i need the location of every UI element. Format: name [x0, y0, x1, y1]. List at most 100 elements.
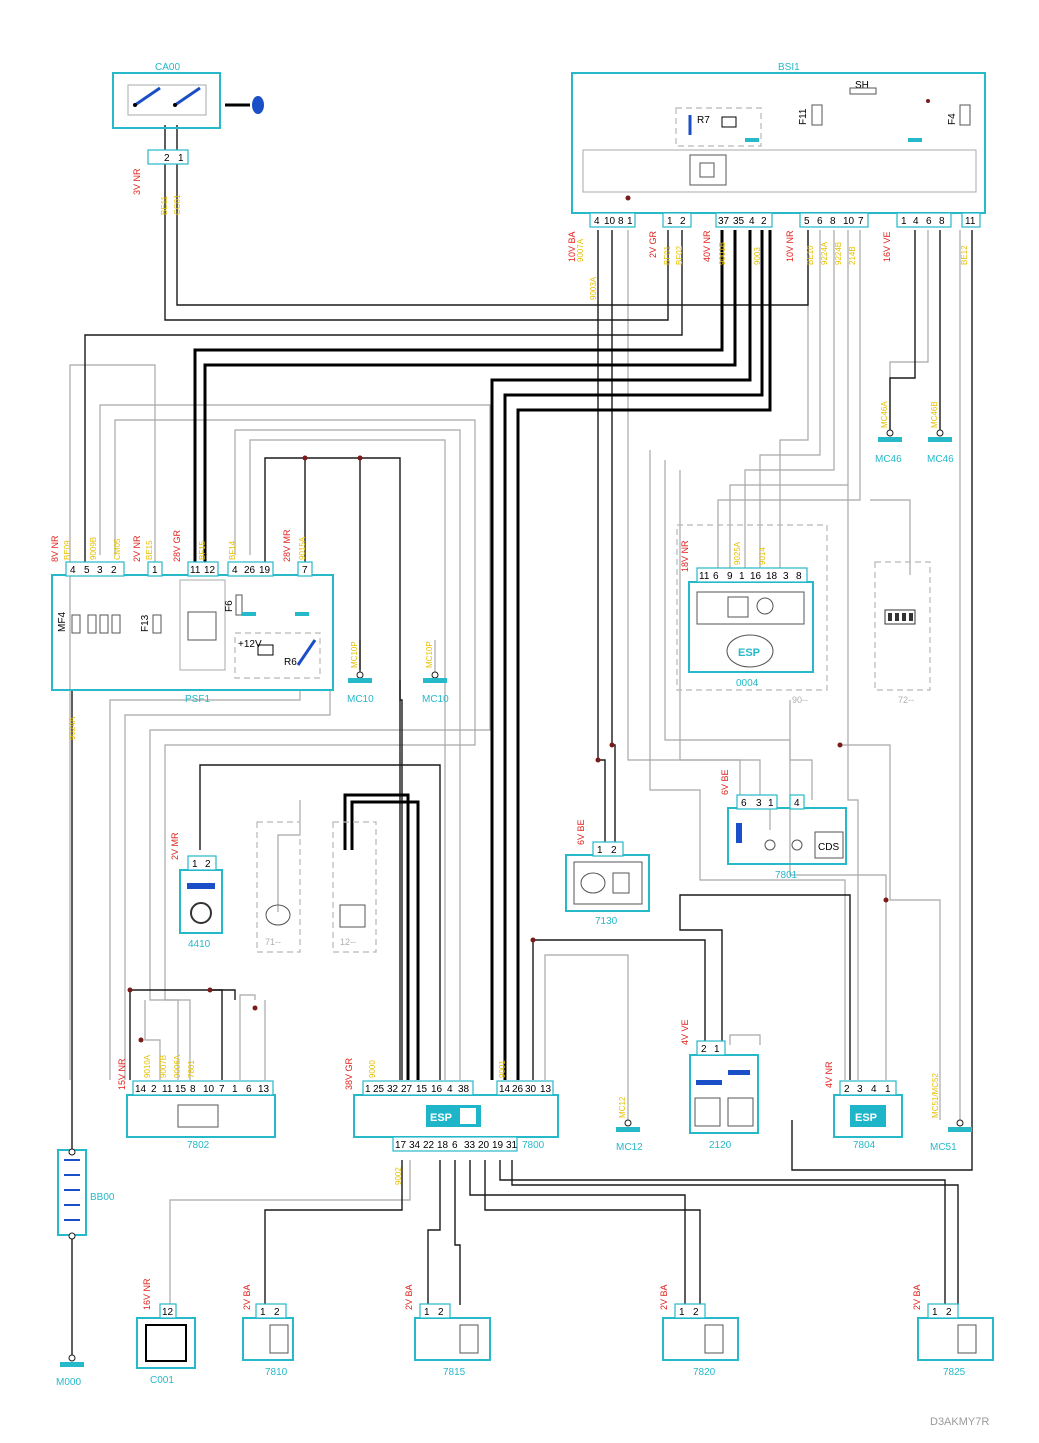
svg-text:9006A: 9006A	[173, 1054, 182, 1078]
c7802-unit: 7802 14 2 11 15 8 10 7 1 6 13 15V NR 901…	[117, 1054, 276, 1151]
ground-mc51: MC51 MC51/MC52	[930, 1073, 972, 1153]
c7800-esp-module: 7800 ESP 1 25 32 27 15 16 4 38 14 26 30 …	[344, 1057, 559, 1185]
junction-dots	[127, 195, 889, 1043]
svg-text:7825: 7825	[943, 1367, 966, 1378]
c7804-unit: 7804 ESP 2 3 4 1 4V NR	[824, 1061, 903, 1151]
svg-text:2: 2	[274, 1307, 280, 1318]
svg-text:3: 3	[857, 1084, 863, 1095]
svg-text:6: 6	[713, 571, 719, 582]
svg-text:26: 26	[244, 565, 256, 576]
c7801-unit: 7801 CDS 6 3 1 4 6V BE	[720, 769, 847, 881]
svg-text:9224A: 9224A	[820, 241, 829, 265]
svg-text:30: 30	[525, 1084, 537, 1095]
svg-text:16: 16	[750, 571, 762, 582]
svg-text:2: 2	[701, 1044, 707, 1055]
svg-text:9224B: 9224B	[834, 242, 843, 265]
svg-text:4: 4	[794, 798, 800, 809]
svg-text:3V NR: 3V NR	[132, 168, 142, 195]
svg-text:BF01: BF01	[663, 245, 672, 265]
psf1-fusebox: PSF1 R6 +12V MF4 F13 F6	[51, 574, 334, 705]
svg-text:2: 2	[151, 1084, 157, 1095]
c0004-cluster: 90-- 0004 ESP 11 6 9 1 16 18 3 8 18V NR …	[676, 524, 828, 705]
svg-text:9015A: 9015A	[298, 536, 307, 560]
svg-text:32: 32	[387, 1084, 399, 1095]
svg-text:33: 33	[464, 1140, 476, 1151]
svg-text:34: 34	[409, 1140, 421, 1151]
svg-text:ESP: ESP	[738, 647, 760, 659]
svg-text:6: 6	[452, 1140, 458, 1151]
svg-text:MC10P: MC10P	[350, 641, 359, 668]
svg-text:1: 1	[739, 571, 745, 582]
harness-wires-thick	[193, 230, 772, 1080]
svg-text:9002: 9002	[394, 1167, 403, 1185]
c001-diagnostic-connector: C001 12 16V NR	[136, 1278, 196, 1386]
svg-text:F13: F13	[140, 614, 151, 632]
svg-text:4: 4	[871, 1084, 877, 1095]
svg-text:BF15: BF15	[198, 540, 207, 560]
svg-text:15: 15	[175, 1084, 187, 1095]
ground-mc46a: MC46 MC46A	[875, 401, 902, 465]
svg-text:1: 1	[667, 216, 673, 227]
svg-text:214B: 214B	[848, 246, 857, 265]
svg-text:9007B: 9007B	[159, 1055, 168, 1078]
svg-text:5: 5	[84, 565, 90, 576]
svg-text:2V MR: 2V MR	[170, 832, 180, 860]
svg-text:9010A: 9010A	[143, 1054, 152, 1078]
svg-text:14: 14	[135, 1084, 147, 1095]
svg-text:8: 8	[618, 216, 624, 227]
bb00-battery: BB00	[57, 1148, 115, 1240]
svg-text:11: 11	[190, 565, 201, 576]
svg-text:6V BE: 6V BE	[720, 769, 730, 795]
svg-text:9014: 9014	[758, 547, 767, 565]
svg-text:1: 1	[232, 1084, 238, 1095]
svg-text:12: 12	[162, 1307, 174, 1318]
svg-text:2V BA: 2V BA	[404, 1284, 414, 1310]
svg-text:27: 27	[401, 1084, 413, 1095]
svg-text:31: 31	[506, 1140, 518, 1151]
svg-text:MC46: MC46	[875, 454, 902, 465]
svg-text:9009B: 9009B	[89, 537, 98, 560]
svg-text:19: 19	[492, 1140, 504, 1151]
svg-text:MC10P: MC10P	[425, 641, 434, 668]
svg-text:BE11: BE11	[160, 195, 169, 215]
svg-text:13: 13	[540, 1084, 552, 1095]
svg-text:9003A: 9003A	[589, 276, 598, 300]
svg-text:+12V: +12V	[238, 639, 262, 650]
svg-text:M000: M000	[56, 1377, 81, 1388]
svg-text:5: 5	[804, 216, 810, 227]
svg-text:0004: 0004	[736, 678, 759, 689]
svg-text:15V NR: 15V NR	[117, 1058, 127, 1090]
svg-text:MC46A: MC46A	[880, 401, 889, 428]
svg-text:MC12: MC12	[616, 1142, 643, 1153]
svg-text:2: 2	[844, 1084, 850, 1095]
c72-group: 72--	[874, 561, 931, 705]
svg-text:38V GR: 38V GR	[344, 1057, 354, 1090]
c7810-wheel-sensor: 7810 1 2 2V BA	[242, 1284, 294, 1378]
svg-text:BF02: BF02	[675, 245, 684, 265]
svg-text:MC10: MC10	[347, 694, 374, 705]
svg-text:8V NR: 8V NR	[50, 535, 60, 562]
svg-text:11: 11	[699, 571, 710, 582]
svg-text:BE15: BE15	[145, 540, 154, 560]
svg-text:7810: 7810	[265, 1367, 288, 1378]
svg-text:35: 35	[733, 216, 745, 227]
harness-wires-dark	[71, 125, 973, 1355]
svg-text:MC46: MC46	[927, 454, 954, 465]
svg-text:12--: 12--	[340, 937, 356, 947]
svg-text:9007A: 9007A	[576, 238, 585, 262]
svg-text:2: 2	[693, 1307, 699, 1318]
svg-text:2: 2	[438, 1307, 444, 1318]
svg-text:BB00: BB00	[90, 1192, 115, 1203]
svg-text:13: 13	[258, 1084, 270, 1095]
svg-text:10: 10	[843, 216, 855, 227]
svg-text:6: 6	[246, 1084, 252, 1095]
svg-text:2: 2	[164, 153, 170, 164]
svg-text:BE10: BE10	[806, 245, 815, 265]
svg-text:3: 3	[783, 571, 789, 582]
svg-text:1: 1	[178, 153, 184, 164]
svg-text:1: 1	[885, 1084, 891, 1095]
svg-text:7: 7	[858, 216, 864, 227]
ground-mc10b: MC10 MC10P	[422, 640, 449, 705]
c7825-wheel-sensor: 7825 1 2 2V BA	[912, 1284, 994, 1378]
ground-mc12: MC12 MC12	[616, 1096, 643, 1153]
